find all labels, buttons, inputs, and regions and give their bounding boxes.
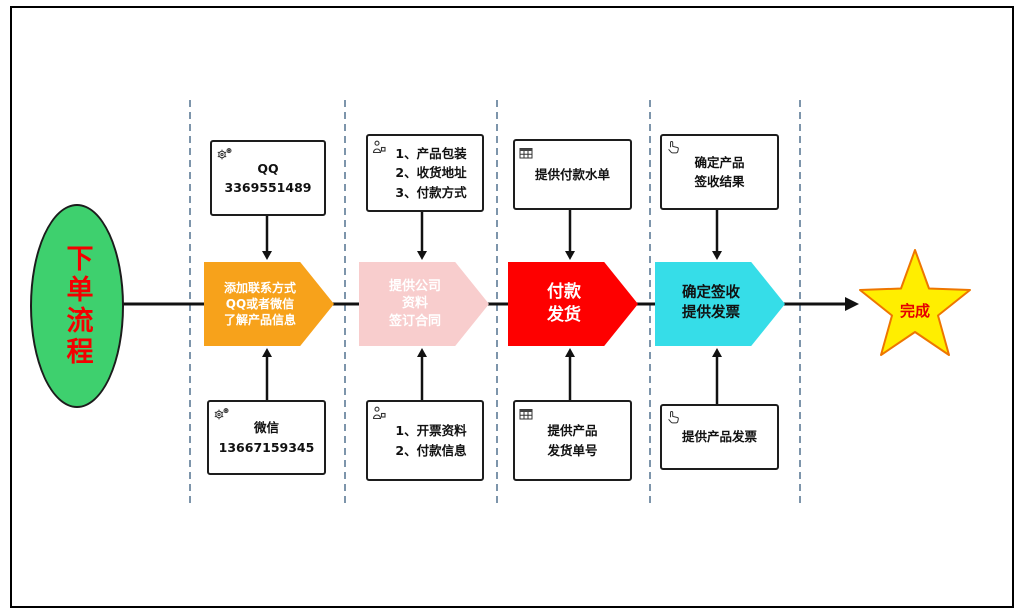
star-shape <box>859 249 971 356</box>
stage2-chevron-label: 提供公司 资料 签订合同 <box>388 278 441 329</box>
bottom-connector-arrows <box>262 348 722 404</box>
person-box-icon <box>372 139 386 158</box>
stage3-top-note: 提供付款水单 <box>513 139 632 210</box>
gears-icon <box>216 145 233 164</box>
table-icon <box>519 405 533 424</box>
stage1-bottom-note: 微信 13667159345 <box>207 400 326 475</box>
stage4-bottom-note-text: 提供产品发票 <box>681 429 757 445</box>
person-box-icon <box>372 405 386 424</box>
stage4-bottom-note: 提供产品发票 <box>660 404 779 470</box>
stage3-bottom-note: 提供产品 发货单号 <box>513 400 632 481</box>
stage1-top-note: QQ 3369551489 <box>210 140 326 216</box>
stage2-bottom-note-text: 1、开票资料 2、付款信息 <box>395 423 467 458</box>
stage3-chevron-label: 付款 发货 <box>547 282 581 325</box>
stage3-top-note-text: 提供付款水单 <box>534 166 610 182</box>
outer-frame <box>10 6 1014 608</box>
stage1-bottom-note-text: 微信 13667159345 <box>218 420 315 455</box>
stage2-top-note: 1、产品包装 2、收货地址 3、付款方式 <box>366 134 484 212</box>
flow-arrowhead <box>845 297 859 311</box>
table-icon <box>519 144 533 163</box>
pointing-hand-icon <box>666 409 680 428</box>
stage2-top-note-text: 1、产品包装 2、收货地址 3、付款方式 <box>395 145 467 200</box>
pointing-hand-icon <box>666 139 680 158</box>
stage3-bottom-note-text: 提供产品 发货单号 <box>547 423 598 458</box>
stage4-top-note: 确定产品 签收结果 <box>660 134 779 210</box>
stage1-chevron-label: 添加联系方式 QQ或者微信 了解产品信息 <box>223 280 296 328</box>
phase-separator-lines <box>189 100 801 505</box>
stage4-top-note-text: 确定产品 签收结果 <box>694 154 745 189</box>
end-node: 完成 <box>850 245 980 370</box>
start-node-label: 下单流程 <box>61 244 93 368</box>
stage1-top-note-text: QQ 3369551489 <box>224 160 312 195</box>
stage4-chevron-label: 确定签收 提供发票 <box>682 285 740 321</box>
end-node-label: 完成 <box>899 302 930 320</box>
top-connector-arrows <box>262 206 722 260</box>
gears-icon <box>213 405 230 424</box>
start-node: 下单流程 <box>30 204 124 408</box>
stage2-bottom-note: 1、开票资料 2、付款信息 <box>366 400 484 481</box>
